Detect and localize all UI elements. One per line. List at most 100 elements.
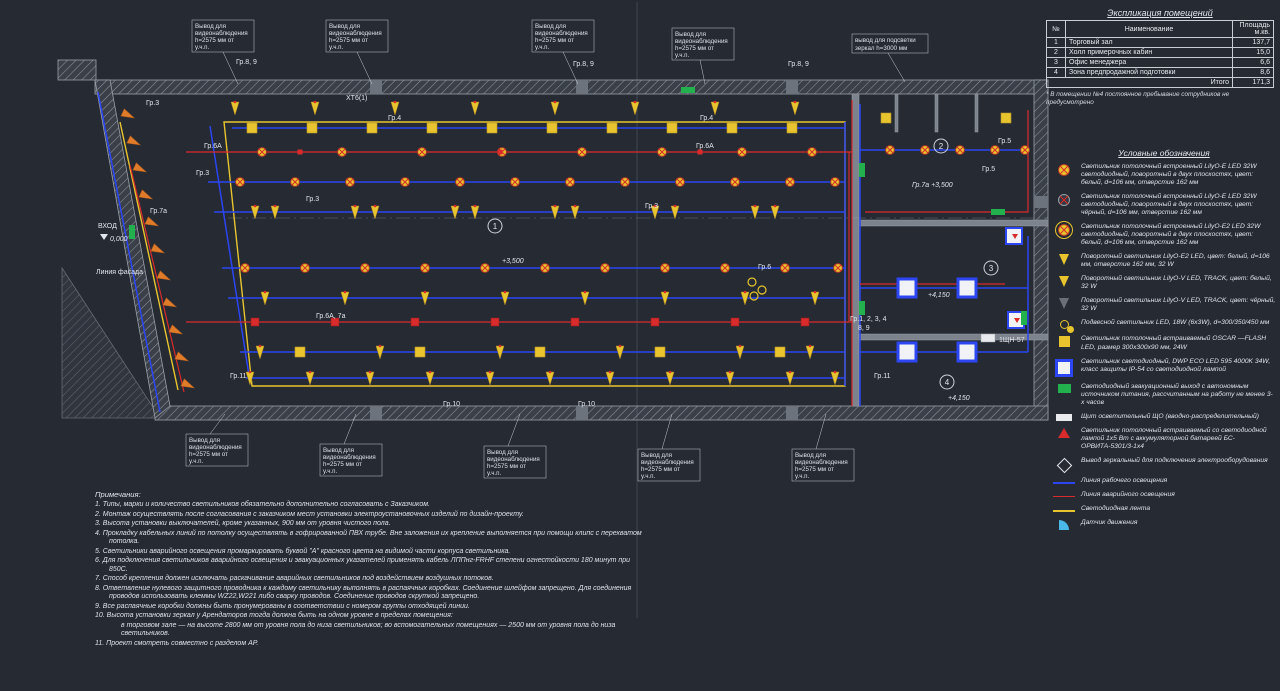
note-item: 11. Проект смотреть совместно с разделом… xyxy=(95,639,259,647)
svg-text:Гр.8, 9: Гр.8, 9 xyxy=(788,61,809,68)
svg-text:h=2575 мм от: h=2575 мм от xyxy=(641,466,680,473)
svg-text:+4,150: +4,150 xyxy=(928,292,950,299)
legend-item: Щит осветительный ЩО (вводно-распределит… xyxy=(1052,413,1276,421)
svg-text:Вывод для: Вывод для xyxy=(195,23,226,30)
svg-text:2: 2 xyxy=(939,142,944,151)
callout-bottom-5: Вывод для видеонаблюдения h=2575 мм от у… xyxy=(791,448,855,482)
callout-bottom-2: Вывод для видеонаблюдения h=2575 мм от у… xyxy=(319,443,383,477)
legend-item: Подвесной светильник LED, 18W (6x3W), d=… xyxy=(1052,319,1276,330)
panel-shield xyxy=(980,333,996,343)
svg-text:Гр.8, 9: Гр.8, 9 xyxy=(236,59,257,66)
legend-item: Светильник потолочный встроенный LilyO-E… xyxy=(1052,163,1276,187)
svg-text:ВХОД: ВХОД xyxy=(98,223,117,230)
svg-text:вывод для подсветки: вывод для подсветки xyxy=(855,37,916,44)
cell-name: Торговый зал xyxy=(1065,37,1233,48)
legend-item: Светильник потолочный встроенный LilyO-E… xyxy=(1052,193,1276,217)
callout-top-3: Вывод для видеонаблюдения h=2575 мм от у… xyxy=(531,19,595,53)
level-and-misc-labels: +3,500 Гр.7а +3,500 +4,150 +4,150 ВХОД 0… xyxy=(96,95,1025,402)
svg-text:у.ч.п.: у.ч.п. xyxy=(675,52,689,59)
room-number-2: 2 xyxy=(933,138,949,154)
table-row: 3 Офис менеджера 6,6 xyxy=(1046,57,1274,68)
cell-area: 6,6 xyxy=(1232,57,1274,68)
svg-text:Вывод для: Вывод для xyxy=(641,452,672,459)
cell-area: 137,7 xyxy=(1232,37,1274,48)
total-label: Итого xyxy=(1046,77,1233,88)
legend-item: Светильник потолочный встроенный LilyO-E… xyxy=(1052,223,1276,247)
svg-text:Гр.7а +3,500: Гр.7а +3,500 xyxy=(912,182,953,189)
legend-item: Светильник светодиодный, DWP ECO LED 595… xyxy=(1052,358,1276,377)
spotlight-rows xyxy=(230,100,840,386)
svg-text:Гр.3: Гр.3 xyxy=(645,203,658,210)
cell-name: Холл примерочных кабин xyxy=(1065,47,1233,58)
table-header-row: № Наименование Площадь м.кв. xyxy=(1046,20,1274,38)
note-item: 9. Все распаячные коробки должны быть пр… xyxy=(95,602,470,610)
callout-top-2: Вывод для видеонаблюдения h=2575 мм от у… xyxy=(325,19,389,53)
callout-mirror: вывод для подсветки зеркал h=3000 мм xyxy=(851,33,929,54)
note-item: 10. Высота установки зеркал у Арендаторо… xyxy=(95,612,453,620)
note-item: 1. Типы, марки и количество светильников… xyxy=(95,501,430,508)
note-item-continuation: в торговом зале — на высоте 2800 мм от у… xyxy=(121,621,616,638)
zero-level-marker xyxy=(100,234,108,240)
svg-text:h=2575 мм от: h=2575 мм от xyxy=(675,45,714,52)
svg-text:Гр.6А, 7а: Гр.6А, 7а xyxy=(316,313,346,320)
svg-text:Вывод для: Вывод для xyxy=(535,23,566,30)
svg-text:1ЩН-57: 1ЩН-57 xyxy=(999,337,1025,344)
note-item: 7. Способ крепления должен исключать рас… xyxy=(95,575,494,583)
emergency-line-icon xyxy=(1052,491,1076,497)
legend-item: Светильник потолочный встраиваемый OSCAR… xyxy=(1052,335,1276,351)
motion-sensor-icon xyxy=(1052,519,1076,530)
cell-name: Зона предпродажной подготовки xyxy=(1065,67,1233,78)
table-title: Экспликация помещений xyxy=(1107,8,1213,18)
room-number-3: 3 xyxy=(983,260,999,276)
cell-area: 8,6 xyxy=(1232,67,1274,78)
note-item: 2. Монтаж осуществлять после согласовани… xyxy=(95,510,524,518)
legend: Условные обозначения Светильник потолочн… xyxy=(1052,148,1276,536)
svg-text:у.ч.п.: у.ч.п. xyxy=(535,44,549,51)
dwp-panel-icon xyxy=(1052,358,1076,377)
table-footnote: * В помещении №4 постоянное пребывание с… xyxy=(1046,91,1230,106)
svg-text:Гр.10: Гр.10 xyxy=(578,401,595,408)
cell-area: 15,0 xyxy=(1232,47,1274,58)
svg-text:Гр.4: Гр.4 xyxy=(700,115,713,122)
svg-text:Гр.1, 2, 3, 4: Гр.1, 2, 3, 4 xyxy=(850,316,887,323)
legend-item: Светильник потолочный встраиваемый со св… xyxy=(1052,427,1276,451)
legend-item: Светодиодная лента xyxy=(1052,505,1276,513)
callout-top-1: Вывод для видеонаблюдения h=2575 мм от у… xyxy=(191,19,255,53)
svg-text:Гр.7а: Гр.7а xyxy=(150,208,167,215)
svg-text:Гр.5: Гр.5 xyxy=(998,138,1011,145)
svg-text:h=2575 мм от: h=2575 мм от xyxy=(195,37,234,44)
note-item: 5. Светильники аварийного освещения пром… xyxy=(95,547,511,555)
svg-text:h=2575 мм от: h=2575 мм от xyxy=(535,37,574,44)
downlight-black-icon xyxy=(1052,193,1076,207)
svg-text:у.ч.п.: у.ч.п. xyxy=(189,458,203,465)
svg-text:4: 4 xyxy=(945,378,950,387)
pendant-icon xyxy=(1052,319,1076,330)
svg-text:8, 9: 8, 9 xyxy=(858,325,870,332)
svg-text:видеонаблюдения: видеонаблюдения xyxy=(675,38,728,45)
led-strip-icon xyxy=(1052,505,1076,512)
svg-text:у.ч.п.: у.ч.п. xyxy=(795,473,809,480)
note-item: 4. Прокладку кабельных линий по потолку … xyxy=(95,529,642,546)
callout-bottom-4: Вывод для видеонаблюдения h=2575 мм от у… xyxy=(637,448,701,482)
pendant-cluster xyxy=(747,277,767,301)
callout-bottom-1: Вывод для видеонаблюдения h=2575 мм от у… xyxy=(185,433,249,467)
room-explication-table: Экспликация помещений № Наименование Пло… xyxy=(1046,8,1274,106)
total-value: 171,3 xyxy=(1232,77,1274,88)
svg-text:видеонаблюдения: видеонаблюдения xyxy=(329,30,382,37)
emergency-light-lines xyxy=(129,100,1029,406)
svg-text:h=2575 мм от: h=2575 мм от xyxy=(795,466,834,473)
svg-text:Гр.6А: Гр.6А xyxy=(696,143,714,150)
note-item: 6. Для подключения светильников аварийно… xyxy=(95,557,631,573)
svg-text:1: 1 xyxy=(493,222,498,231)
table-row: 4 Зона предпродажной подготовки 8,6 xyxy=(1046,67,1274,78)
svg-text:Линия фасада: Линия фасада xyxy=(96,269,143,276)
svg-text:видеонаблюдения: видеонаблюдения xyxy=(323,454,376,461)
led-strip-lines xyxy=(119,121,846,391)
shield-panel-icon xyxy=(1052,413,1076,421)
note-item: 8. Ответвление нулевого защитного провод… xyxy=(95,584,632,601)
col-header-num: № xyxy=(1046,20,1066,38)
table-row: 2 Холл примерочных кабин 15,0 xyxy=(1046,47,1274,58)
legend-item: Датчик движения xyxy=(1052,519,1276,530)
svg-text:h=2575 мм от: h=2575 мм от xyxy=(323,461,362,468)
